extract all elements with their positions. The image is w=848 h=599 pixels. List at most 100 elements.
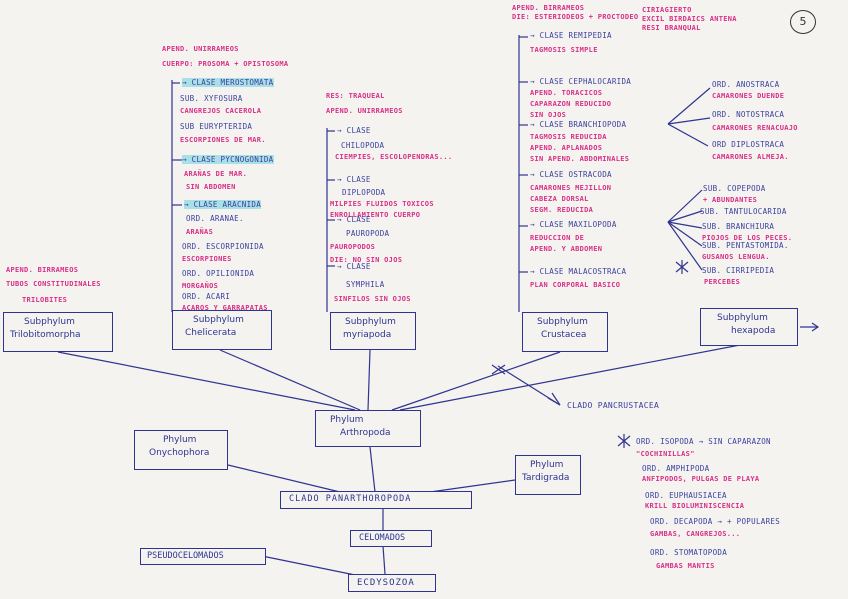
note-crustacea-apend: APEND. BIRRAMEOS xyxy=(512,4,585,12)
note-myriapoda-6: ENROLLAMIENTO CUERPO xyxy=(330,211,421,219)
phylum-tardigrada-box: Phylum Tardigrada xyxy=(515,455,581,495)
phylum-name: Onychophora xyxy=(149,448,210,458)
taxon-chelicerata-15: ORD. ACARI xyxy=(182,292,231,301)
note-myriapoda-10: DIE: NO SIN OJOS xyxy=(330,256,403,264)
note-crustacea-15: REDUCCION DE xyxy=(530,234,585,242)
taxon-crustacea-2: → CLASE CEPHALOCARIDA xyxy=(530,77,632,86)
note-crustacea-13: SEGM. REDUCIDA xyxy=(530,206,594,214)
subphylum-trilobitomorpha-box: Subphylum Trilobitomorpha xyxy=(3,312,113,352)
note-myriapoda-2: CIEMPIES, ESCOLOPENDRAS... xyxy=(335,153,453,161)
subphylum-name: myriapoda xyxy=(343,330,392,340)
note-ciriagierto: CIRIAGIERTO xyxy=(642,6,692,14)
note-malacostraca_orders-5: KRILL BIOLUMINISCENCIA xyxy=(645,502,745,510)
taxon-chelicerata-11: ORD. ESCORPIONIDA xyxy=(182,242,264,251)
taxon-malacostraca_orders-2: ORD. AMPHIPODA xyxy=(642,464,710,473)
taxon-maxillopoda_subs-7: SUB. CIRRIPEDIA xyxy=(702,266,775,275)
note-branchiopoda_orders-1: CAMARONES DUENDE xyxy=(712,92,785,100)
note-chelicerata-2: CANGREJOS CACEROLA xyxy=(180,107,262,115)
note-maxillopoda_subs-6: GUSANOS LENGUA. xyxy=(702,253,770,261)
phylum-label: Phylum xyxy=(530,460,564,470)
note-myria-resp: RES: TRAQUEAL xyxy=(326,92,385,100)
note-branchiopoda_orders-3: CAMARONES RENACUAJO xyxy=(712,124,798,132)
taxon-branchiopoda_orders-2: ORD. NOTOSTRACA xyxy=(712,110,785,119)
subphylum-label: Subphylum xyxy=(345,317,396,327)
subphylum-hexapoda-box: Subphylum hexapoda xyxy=(700,308,798,346)
subphylum-name: hexapoda xyxy=(731,326,776,336)
note-crustacea-die: DIE: ESTERIODEOS + PROCTODEO xyxy=(512,13,639,21)
taxon-myriapoda-11: → CLASE xyxy=(337,262,371,271)
taxon-myriapoda-0: → CLASE xyxy=(337,126,371,135)
note-maxillopoda_subs-8: PERCEBES xyxy=(704,278,741,286)
note-branchiopoda_orders-5: CAMARONES ALMEJA. xyxy=(712,153,789,161)
subphylum-chelicerata-box: Subphylum Chelicerata xyxy=(172,310,272,350)
taxon-chelicerata-9: ORD. ARANAE. xyxy=(186,214,244,223)
phylum-label: Phylum xyxy=(163,435,197,445)
phylum-arthropoda-box: Phylum Arthropoda xyxy=(315,410,421,447)
taxon-myriapoda-1: CHILOPODA xyxy=(341,141,385,150)
taxon-malacostraca_orders-6: ORD. DECAPODA → + POPULARES xyxy=(650,517,781,526)
clado-pancrustacea: CLADO PANCRUSTACEA xyxy=(567,401,660,410)
phylum-label: Phylum xyxy=(330,415,364,425)
taxon-chelicerata-3: SUB EURYPTERIDA xyxy=(180,122,253,131)
note-trilo-apend: APEND. BIRRAMEOS xyxy=(6,266,79,274)
taxon-crustacea-17: → CLASE MALACOSTRACA xyxy=(530,267,627,276)
note-chelicerata-10: ARAÑAS xyxy=(186,228,214,236)
note-malacostraca_orders-7: GAMBAS, CANGREJOS... xyxy=(650,530,741,538)
note-crustacea-9: SIN APEND. ABDOMINALES xyxy=(530,155,630,163)
taxon-myriapoda-8: PAUROPODA xyxy=(346,229,390,238)
phylum-onychophora-box: Phylum Onychophora xyxy=(134,430,228,470)
taxon-maxillopoda_subs-0: SUB. COPEPODA xyxy=(703,184,766,193)
note-chelicerata-16: ACAROS Y GARRAPATAS xyxy=(182,304,268,312)
subphylum-crustacea-box: Subphylum Crustacea xyxy=(522,312,608,352)
taxon-malacostraca_orders-0: ORD. ISOPODA → SIN CAPARAZON xyxy=(636,437,771,446)
taxon-myriapoda-12: SYMPHILA xyxy=(346,280,385,289)
note-malacostraca_orders-9: GAMBAS MANTIS xyxy=(656,562,715,570)
taxon-branchiopoda_orders-4: ORD DIPLOSTRACA xyxy=(712,140,785,149)
taxon-malacostraca_orders-8: ORD. STOMATOPODA xyxy=(650,548,728,557)
taxon-malacostraca_orders-4: ORD. EUPHAUSIACEA xyxy=(645,491,727,500)
taxon-maxillopoda_subs-3: SUB. BRANCHIURA xyxy=(702,222,775,231)
taxon-crustacea-14: → CLASE MAXILOPODA xyxy=(530,220,617,229)
note-crustacea-4: CAPARAZON REDUCIDO xyxy=(530,100,612,108)
ecdysozoa-box: ECDYSOZOA xyxy=(348,574,436,592)
subphylum-name: Trilobitomorpha xyxy=(10,330,81,340)
subphylum-label: Subphylum xyxy=(193,315,244,325)
taxon-branchiopoda_orders-0: ORD. ANOSTRACA xyxy=(712,80,780,89)
note-chelicerata-14: MORGAÑOS xyxy=(182,282,219,290)
subphylum-label: Subphylum xyxy=(537,317,588,327)
taxon-crustacea-0: → CLASE REMIPEDIA xyxy=(530,31,612,40)
taxon-chelicerata-1: SUB. XYFOSURA xyxy=(180,94,243,103)
note-crustacea-5: SIN OJOS xyxy=(530,111,567,119)
note-crustacea-18: PLAN CORPORAL BASICO xyxy=(530,281,621,289)
note-myriapoda-5: MILPIES FLUIDOS TOXICOS xyxy=(330,200,434,208)
celomados-box: CELOMADOS xyxy=(350,530,432,547)
taxon-chelicerata-13: ORD. OPILIONIDA xyxy=(182,269,255,278)
subphylum-label: Subphylum xyxy=(24,317,75,327)
taxon-maxillopoda_subs-5: SUB. PENTASTOMIDA. xyxy=(702,241,789,250)
note-crustacea-16: APEND. Y ABDOMEN xyxy=(530,245,603,253)
clado-panarthropoda-box: CLADO PANARTHOROPODA xyxy=(280,491,472,509)
taxon-chelicerata-5: → CLASE PYCNOGONIDA xyxy=(182,155,274,164)
note-maxillopoda_subs-4: PIOJOS DE LOS PECES. xyxy=(702,234,793,242)
phylum-name: Arthropoda xyxy=(340,428,391,438)
note-trilobites: TRILOBITES xyxy=(22,296,68,304)
note-crustacea-11: CAMARONES MEJILLON xyxy=(530,184,612,192)
taxon-crustacea-10: → CLASE OSTRACODA xyxy=(530,170,612,179)
note-excil: EXCIL BIRDAICS ANTENA xyxy=(642,15,737,23)
taxon-chelicerata-8: → CLASE ARACNIDA xyxy=(184,200,262,209)
note-trilo-tubos: TUBOS CONSTITUDINALES xyxy=(6,280,101,288)
note-crustacea-1: TAGMOSIS SIMPLE xyxy=(530,46,598,54)
taxon-myriapoda-7: → CLASE xyxy=(337,215,371,224)
subphylum-myriapoda-box: Subphylum myriapoda xyxy=(330,312,416,350)
note-crustacea-7: TAGMOSIS REDUCIDA xyxy=(530,133,607,141)
note-malacostraca_orders-3: ANFIPODOS, PULGAS DE PLAYA xyxy=(642,475,760,483)
note-resi: RESI BRANQUAL xyxy=(642,24,701,32)
taxon-chelicerata-0: → CLASE MEROSTOMATA xyxy=(182,78,274,87)
taxon-myriapoda-4: DIPLOPODA xyxy=(342,188,386,197)
note-chelicerata-7: SIN ABDOMEN xyxy=(186,183,236,191)
note-crustacea-12: CABEZA DORSAL xyxy=(530,195,589,203)
note-cheli-apend: APEND. UNIRRAMEOS xyxy=(162,45,239,53)
note-cheli-cuerpo: CUERPO: PROSOMA + OPISTOSOMA xyxy=(162,60,289,68)
